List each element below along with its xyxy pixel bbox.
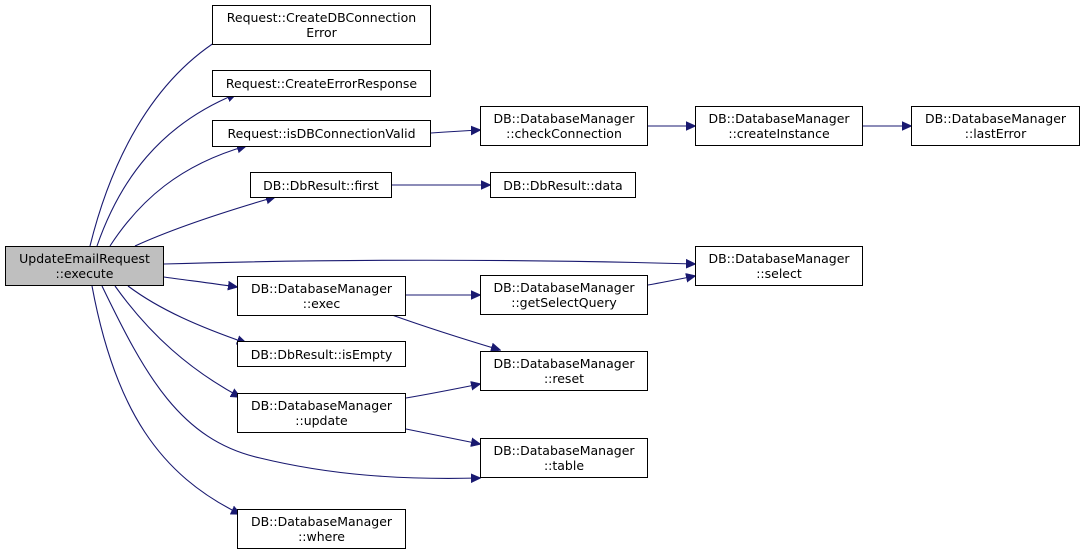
edge-update-to-table: [405, 428, 480, 444]
node-database-manager-create-instance[interactable]: DB::DatabaseManager ::createInstance: [695, 106, 863, 146]
node-database-manager-exec[interactable]: DB::DatabaseManager ::exec: [237, 276, 406, 316]
node-label-line1: DB::DatabaseManager: [493, 280, 635, 295]
node-database-manager-check-connection[interactable]: DB::DatabaseManager ::checkConnection: [480, 106, 648, 146]
node-request-create-db-connection-error[interactable]: Request::CreateDBConnection Error: [212, 5, 431, 45]
node-label-line2: Error: [306, 25, 337, 40]
node-database-manager-reset[interactable]: DB::DatabaseManager ::reset: [480, 351, 648, 391]
edge-execute-to-table: [101, 285, 480, 478]
node-label-line1: Request::CreateErrorResponse: [225, 76, 418, 91]
node-label-line1: DB::DatabaseManager: [708, 251, 850, 266]
node-request-create-error-response[interactable]: Request::CreateErrorResponse: [212, 70, 431, 97]
node-db-result-is-empty[interactable]: DB::DbResult::isEmpty: [237, 341, 406, 367]
edge-execute-to-create-error-response: [96, 94, 236, 247]
edge-execute-to-where: [91, 285, 240, 514]
node-label-line2: ::lastError: [964, 126, 1027, 141]
node-db-result-first[interactable]: DB::DbResult::first: [250, 172, 392, 198]
edge-execute-to-exec: [163, 276, 237, 287]
node-label-line2: ::select: [756, 266, 802, 281]
edge-execute-to-create-db-connection-error: [89, 36, 225, 247]
edge-execute-to-update: [114, 285, 240, 397]
node-label-line2: ::update: [295, 413, 348, 428]
node-database-manager-last-error[interactable]: DB::DatabaseManager ::lastError: [911, 106, 1080, 146]
node-database-manager-select[interactable]: DB::DatabaseManager ::select: [695, 246, 863, 286]
node-database-manager-where[interactable]: DB::DatabaseManager ::where: [237, 509, 406, 549]
node-db-result-data[interactable]: DB::DbResult::data: [490, 172, 636, 198]
edge-update-to-reset: [405, 384, 480, 399]
node-label-line2: ::exec: [302, 296, 341, 311]
node-label-line2: ::checkConnection: [506, 126, 622, 141]
edge-execute-to-db-result-is-empty: [127, 285, 246, 343]
node-label-line1: DB::DbResult::first: [263, 177, 379, 193]
node-label-line1: DB::DbResult::isEmpty: [250, 346, 393, 362]
edge-get-select-query-to-select: [647, 276, 695, 286]
node-label-line2: ::table: [543, 458, 585, 473]
node-label-line2: ::where: [298, 529, 345, 544]
node-database-manager-get-select-query[interactable]: DB::DatabaseManager ::getSelectQuery: [480, 275, 648, 315]
node-update-email-request-execute: UpdateEmailRequest ::execute: [5, 246, 164, 286]
edge-is-db-connection-valid-to-check-connection: [430, 130, 480, 133]
node-label-line1: DB::DatabaseManager: [924, 111, 1067, 126]
edge-execute-to-db-result-first: [134, 197, 275, 247]
edge-execute-to-select: [163, 260, 695, 264]
node-database-manager-update[interactable]: DB::DatabaseManager ::update: [237, 393, 406, 433]
node-label-line1: DB::DatabaseManager: [250, 514, 393, 529]
node-label-line1: Request::isDBConnectionValid: [227, 126, 416, 141]
node-label-line2: ::getSelectQuery: [511, 295, 617, 310]
node-label-line2: ::reset: [543, 371, 585, 386]
edge-execute-to-is-db-connection-valid: [109, 146, 246, 247]
node-label-line1: DB::DatabaseManager: [250, 281, 393, 296]
node-label-line1: Request::CreateDBConnection: [226, 10, 417, 25]
node-label-line1: DB::DatabaseManager: [493, 356, 635, 371]
node-database-manager-table[interactable]: DB::DatabaseManager ::table: [480, 438, 648, 478]
node-label-line1: DB::DbResult::data: [503, 177, 623, 193]
node-label-line1: DB::DatabaseManager: [493, 443, 635, 458]
node-label-line1: DB::DatabaseManager: [493, 111, 635, 126]
node-label-line1: UpdateEmailRequest: [19, 251, 150, 266]
node-label-line1: DB::DatabaseManager: [708, 111, 850, 126]
edge-exec-to-reset: [391, 314, 500, 350]
node-label-line1: DB::DatabaseManager: [250, 398, 393, 413]
node-label-line2: ::execute: [55, 266, 114, 281]
node-label-line2: ::createInstance: [728, 126, 830, 141]
node-request-is-db-connection-valid[interactable]: Request::isDBConnectionValid: [212, 120, 431, 147]
